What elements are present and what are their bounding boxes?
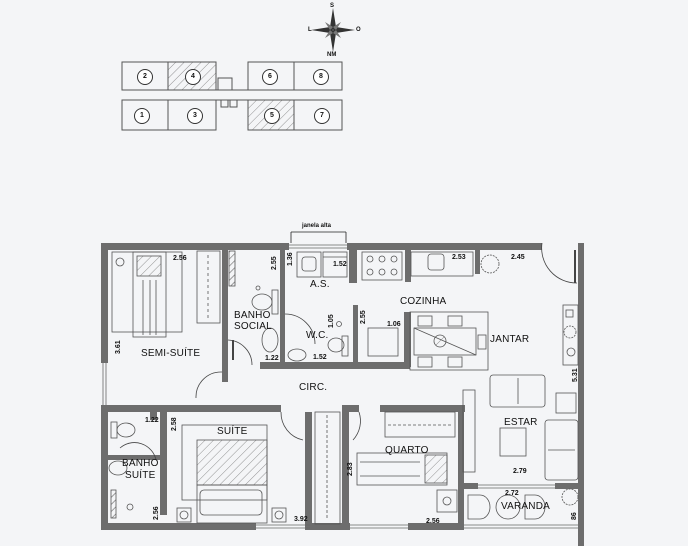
key-plan (121, 61, 343, 131)
dim-banho-suite-width: 1.22 (145, 417, 159, 424)
room-estar: ESTAR (504, 417, 538, 428)
room-banho-social-line1: BANHO (234, 310, 271, 321)
dim-jantar-width: 2.45 (511, 254, 525, 261)
double-bed (176, 424, 287, 524)
living-furniture (462, 374, 579, 481)
dim-quarto-width: 2.56 (426, 518, 440, 525)
dim-suite-height: 2.58 (171, 417, 178, 431)
quarto-bed (356, 452, 458, 513)
room-cozinha: COZINHA (400, 296, 447, 307)
dim-semi-suite-width: 2.56 (173, 255, 187, 262)
dim-quarto-height: 2.83 (347, 462, 354, 476)
key-plan-unit-1: 1 (134, 108, 150, 124)
dim-semi-suite-height: 3.61 (115, 340, 122, 354)
dim-as-height: 1.36 (287, 252, 294, 266)
key-plan-unit-2: 2 (137, 69, 153, 85)
wardrobe-semi-suite (196, 250, 221, 324)
dim-estar-width: 2.79 (513, 468, 527, 475)
varanda-furniture (467, 494, 546, 520)
dim-as-width: 1.52 (333, 261, 347, 268)
key-plan-unit-4: 4 (185, 69, 201, 85)
dim-cozinha-counter: 1.06 (387, 321, 401, 328)
dim-wc-width: 1.52 (313, 354, 327, 361)
dim-wc-height: 1.05 (328, 314, 335, 328)
dim-suite-width: 3.92 (294, 516, 308, 523)
dim-banho-social-height: 2.55 (271, 256, 278, 270)
room-varanda: VARANDA (501, 501, 551, 512)
compass-east-label: O (356, 27, 361, 33)
compass-north-label: S (330, 3, 335, 9)
compass-rose-icon (311, 8, 355, 52)
key-plan-unit-6: 6 (262, 69, 278, 85)
dim-cozinha-width: 2.53 (452, 254, 466, 261)
key-plan-unit-5: 5 (264, 108, 280, 124)
interior-walls (101, 250, 580, 530)
dim-varanda-width: 2.72 (505, 490, 519, 497)
room-semi-suite: SEMI-SUÍTE (141, 348, 201, 359)
room-banho-suite-line2: SUÍTE (125, 470, 156, 481)
dining-table (409, 311, 489, 371)
dim-living-height: 5.31 (572, 368, 579, 382)
high-window-marker (290, 231, 347, 243)
single-bed (111, 251, 183, 338)
room-banho-suite-line1: BANHO (122, 458, 159, 469)
sideboard (562, 304, 579, 366)
dim-cozinha-height: 2.55 (360, 310, 367, 324)
key-plan-unit-3: 3 (187, 108, 203, 124)
doors (119, 242, 578, 461)
wardrobe-circ (314, 411, 341, 525)
dim-varanda-height: 86 (571, 512, 578, 520)
room-as: A.S. (310, 279, 330, 290)
windows (102, 244, 578, 529)
room-wc: W.C. (306, 330, 329, 341)
laundry-fixtures (296, 251, 348, 278)
room-quarto: QUARTO (385, 445, 429, 456)
key-plan-unit-7: 7 (314, 108, 330, 124)
exterior-walls (101, 243, 584, 546)
key-plan-unit-8: 8 (313, 69, 329, 85)
room-suite: SUÍTE (217, 426, 248, 437)
room-jantar: JANTAR (490, 334, 530, 345)
wardrobe-quarto (384, 411, 456, 438)
banho-suite-fixtures (108, 421, 136, 519)
room-circ: CIRC. (299, 382, 328, 393)
wc-fixtures (287, 321, 349, 362)
compass-west-label: L (308, 27, 312, 33)
banho-social-fixtures (228, 250, 279, 353)
high-window-label: janela alta (302, 223, 332, 229)
kitchen-fixtures (361, 251, 474, 357)
plant-icon (480, 254, 579, 506)
room-banho-social-line2: SOCIAL (234, 321, 272, 332)
compass-nm-label: NM (327, 52, 337, 58)
dim-banho-social-width: 1.22 (265, 355, 279, 362)
dim-banho-suite-height: 2.56 (153, 506, 160, 520)
